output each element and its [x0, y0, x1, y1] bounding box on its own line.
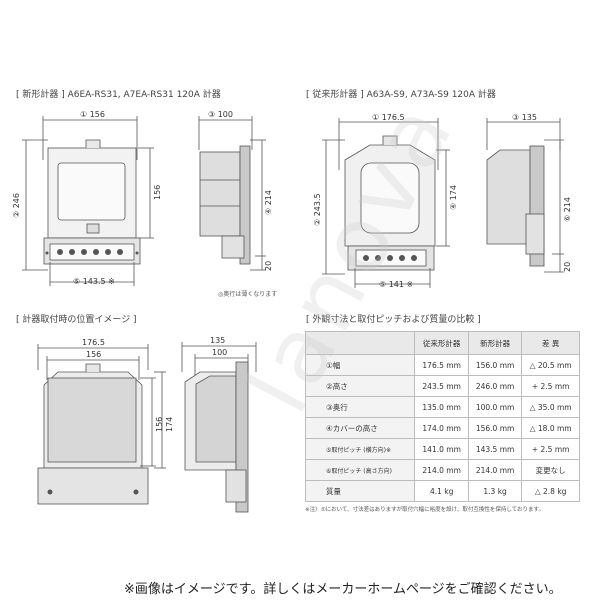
table-row: ④カバーの高さ 174.0 mm 156.0 mm △ 18.0 mm [304, 417, 580, 439]
table-cell: 1.3 kg [467, 480, 523, 502]
section-title-mount-image: [ 計器取付時の位置イメージ ] [16, 315, 137, 325]
old-pitch-label: ⑤ 141 ※ [379, 280, 414, 289]
new-height-label: ② 246 [12, 193, 21, 218]
table-cell: + 2.5 mm [521, 375, 580, 397]
mount-h156-label: 156 [155, 416, 164, 432]
row-label: ②高さ [304, 375, 416, 397]
row-label: ⑥取付ピッチ (高さ方向) [304, 459, 416, 481]
row-label: ③奥行 [304, 396, 416, 418]
mount-depth-inner-label: 100 [212, 348, 228, 357]
section-title-new-meter: [ 新形計器 ] A6EA-RS31, A7EA-RS31 120A 計器 [16, 90, 221, 100]
table-cell: + 2.5 mm [521, 438, 580, 460]
table-row: ③奥行 135.0 mm 100.0 mm △ 35.0 mm [304, 396, 580, 418]
old-cover-height-label: ⑥ 214 [563, 197, 572, 222]
table-row: ①幅 176.5 mm 156.0 mm △ 20.5 mm [304, 354, 580, 376]
old-height-label: ② 243.5 [313, 193, 322, 226]
mount-outer-width-label: 176.5 [82, 338, 105, 347]
table-row: 質量 4.1 kg 1.3 kg △ 2.8 kg [304, 480, 580, 502]
table-footnote: ※注）⑤において、寸法差はありますが取付穴幅に裕度を設け、取付互換性を保持してお… [305, 507, 544, 513]
footer-note: ※画像はイメージです。詳しくはメーカーホームページをご確認ください。 [124, 582, 562, 597]
new-cover-height-label: ④ 214 [264, 190, 273, 215]
table-cell: △ 18.0 mm [521, 417, 580, 439]
section-title-comparison: [ 外観寸法と取付ピッチおよび質量の比較 ] [306, 315, 481, 325]
new-depth-label: ③ 100 [208, 110, 233, 119]
table-cell: 変更なし [521, 459, 580, 481]
row-label: 質量 [304, 480, 416, 502]
table-cell: 143.5 mm [467, 438, 523, 460]
table-cell: 156.0 mm [467, 417, 523, 439]
table-cell: △ 2.8 kg [521, 480, 580, 502]
mount-h174-label: 174 [165, 416, 174, 432]
table-header-cell: 従来形計器 [414, 331, 469, 355]
new-width-label: ① 156 [80, 110, 105, 119]
new-bottom-label: 20 [264, 260, 273, 271]
table-cell: 246.0 mm [467, 375, 523, 397]
table-cell: 243.5 mm [414, 375, 469, 397]
row-label: ④カバーの高さ [304, 417, 416, 439]
table-cell: 214.0 mm [467, 459, 523, 481]
table-header-cell [304, 331, 416, 355]
old-depth-label: ③ 135 [512, 113, 537, 122]
old-cover-label: ④ 174 [449, 185, 458, 210]
table-cell: 100.0 mm [467, 396, 523, 418]
comparison-table: 従来形計器 新形計器 差 異 ①幅 176.5 mm 156.0 mm △ 20… [304, 331, 580, 502]
new-depth-note: ◎奥行は薄くなります [218, 291, 278, 298]
table-cell: 141.0 mm [414, 438, 469, 460]
old-width-label: ① 176.5 [372, 113, 405, 122]
new-inner-height-label: 156 [153, 184, 162, 200]
table-header-row: 従来形計器 新形計器 差 異 [304, 331, 580, 355]
old-bottom-label: 20 [563, 261, 572, 272]
row-label: ⑤取付ピッチ (横方向)※ [304, 438, 416, 460]
table-cell: △ 35.0 mm [521, 396, 580, 418]
mount-inner-width-label: 156 [86, 350, 102, 359]
table-header-cell: 新形計器 [467, 331, 523, 355]
table-row: ②高さ 243.5 mm 246.0 mm + 2.5 mm [304, 375, 580, 397]
table-cell: 135.0 mm [414, 396, 469, 418]
table-row: ⑤取付ピッチ (横方向)※ 141.0 mm 143.5 mm + 2.5 mm [304, 438, 580, 460]
row-label: ①幅 [304, 354, 416, 376]
table-cell: 214.0 mm [414, 459, 469, 481]
new-pitch-label: ⑤ 143.5 ※ [73, 277, 115, 286]
table-cell: 4.1 kg [414, 480, 469, 502]
table-cell: △ 20.5 mm [521, 354, 580, 376]
table-cell: 176.5 mm [414, 354, 469, 376]
table-cell: 156.0 mm [467, 354, 523, 376]
section-title-old-meter: [ 従来形計器 ] A63A-S9, A73A-S9 120A 計器 [306, 90, 496, 100]
table-cell: 174.0 mm [414, 417, 469, 439]
table-header-cell: 差 異 [521, 331, 580, 355]
mount-depth-outer-label: 135 [210, 336, 226, 345]
table-row: ⑥取付ピッチ (高さ方向) 214.0 mm 214.0 mm 変更なし [304, 459, 580, 481]
